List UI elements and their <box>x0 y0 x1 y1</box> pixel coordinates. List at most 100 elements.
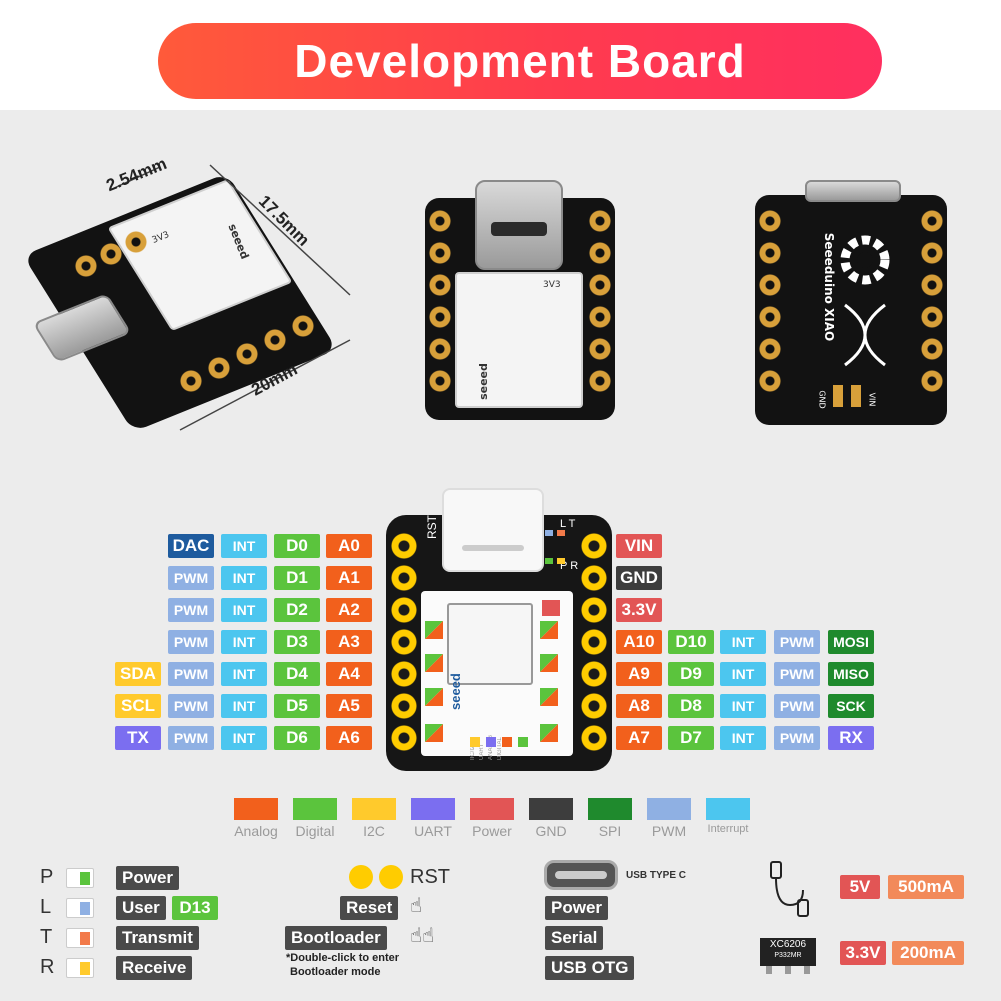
bootloader-note-2: Bootloader mode <box>290 966 381 978</box>
pin-tag-int: INT <box>221 534 267 558</box>
back-vin-label: VIN <box>867 392 877 407</box>
pin-tag-int: INT <box>221 566 267 590</box>
legend-label-gnd: GND <box>535 823 567 839</box>
back-usb-c <box>805 180 901 202</box>
pin-tag-a3: A3 <box>326 630 372 654</box>
regulator-leads <box>764 966 812 974</box>
gear-logo-icon <box>840 235 890 285</box>
pad <box>589 274 611 296</box>
legend-swatch-pwm <box>647 798 691 820</box>
pin-tag-d7: D7 <box>668 726 714 750</box>
pin-color-marker <box>540 688 558 706</box>
power-pin-marker <box>542 600 560 616</box>
pin-color-marker <box>425 724 443 742</box>
pin-tag-pwm: PWM <box>168 694 214 718</box>
pin-tag-scl: SCL <box>115 694 161 718</box>
pin-pad <box>391 533 417 559</box>
back-view-photo: Seeeduino XIAO GND VIN <box>755 180 947 425</box>
pad <box>429 274 451 296</box>
pin-tag-d6: D6 <box>274 726 320 750</box>
led-indicator-icon <box>66 868 94 888</box>
reset-label: Reset <box>340 896 399 920</box>
pin-tag-a0: A0 <box>326 534 372 558</box>
led-t-label: T <box>568 518 576 530</box>
pad <box>589 370 611 392</box>
back-brand: Seeeduino XIAO <box>822 232 837 342</box>
pad <box>208 357 230 379</box>
led-label-receive: Receive <box>116 956 193 980</box>
xiao-logo-icon <box>844 303 886 367</box>
pin-color-marker <box>540 621 558 639</box>
pin-tag-sck: SCK <box>828 694 874 718</box>
pin-tag-a2: A2 <box>326 598 372 622</box>
top-usb-c <box>475 180 563 270</box>
led-indicator-icon <box>66 898 94 918</box>
pin-tag-pwm: PWM <box>774 630 820 654</box>
pin-tag-d2: D2 <box>274 598 320 622</box>
pin-tag-int: INT <box>720 726 766 750</box>
legend-swatch-digital <box>293 798 337 820</box>
regulator-part: XC6206 <box>769 939 807 950</box>
pin-tag-int: INT <box>720 662 766 686</box>
pin-tag-dac: DAC <box>168 534 214 558</box>
pin-tag-pwm: PWM <box>168 566 214 590</box>
usb-c-connector-icon <box>544 860 618 890</box>
pin-tag-a9: A9 <box>616 662 662 686</box>
pin-tag-pwm: PWM <box>774 726 820 750</box>
led-user-pin: D13 <box>172 896 218 920</box>
pin-pad <box>581 629 607 655</box>
usb-power: Power <box>545 896 609 920</box>
pad <box>429 210 451 232</box>
pin-tag-a10: A10 <box>616 630 662 654</box>
pin-color-marker <box>425 654 443 672</box>
spec-3v3: 3.3V <box>840 941 886 965</box>
pinout-led-labels: L T <box>560 518 575 530</box>
swatch <box>502 737 512 747</box>
pad <box>429 242 451 264</box>
pin-tag-pwm: PWM <box>168 726 214 750</box>
pad <box>921 370 943 392</box>
led-indicator-icon <box>66 928 94 948</box>
legend-swatch-analog <box>234 798 278 820</box>
pin-tag-int: INT <box>221 598 267 622</box>
pin-pad <box>581 597 607 623</box>
legend-swatch-interrupt <box>706 798 750 820</box>
pin-pad <box>581 661 607 687</box>
led-letter-r: R <box>40 956 55 978</box>
pinout-brand: seeed <box>448 673 463 710</box>
pinout-usb-c <box>442 488 544 572</box>
top-view-photo: 3V3 seeed <box>425 180 615 420</box>
swatch <box>470 737 480 747</box>
legend-label-uart: UART <box>414 823 452 839</box>
swatch <box>518 737 528 747</box>
page-title: Development Board <box>158 23 882 99</box>
legend-swatch-power <box>470 798 514 820</box>
pin-tag-d9: D9 <box>668 662 714 686</box>
pad <box>589 338 611 360</box>
spec-200ma: 200mA <box>892 941 964 965</box>
led <box>557 558 565 564</box>
led-r-label: R <box>570 560 579 572</box>
usb-type-label: USB TYPE C <box>626 870 687 881</box>
legend-swatch-i2c <box>352 798 396 820</box>
usb-serial: Serial <box>545 926 604 950</box>
tap-once-icon: ☝ <box>410 895 423 917</box>
pin-pad <box>391 693 417 719</box>
pad <box>100 243 122 265</box>
pad <box>292 315 314 337</box>
pad <box>264 329 286 351</box>
pin-tag-a7: A7 <box>616 726 662 750</box>
pad <box>759 306 781 328</box>
pin-pad <box>391 597 417 623</box>
led <box>545 558 553 564</box>
pad <box>759 210 781 232</box>
pad <box>921 338 943 360</box>
pad <box>759 370 781 392</box>
pin-tag-mosi: MOSI <box>828 630 874 654</box>
pad <box>921 306 943 328</box>
pad <box>429 306 451 328</box>
pad <box>759 274 781 296</box>
dimension-lines <box>109 164 351 431</box>
legend-label-interrupt: Interrupt <box>707 823 749 835</box>
pin-tag-pwm: PWM <box>774 662 820 686</box>
